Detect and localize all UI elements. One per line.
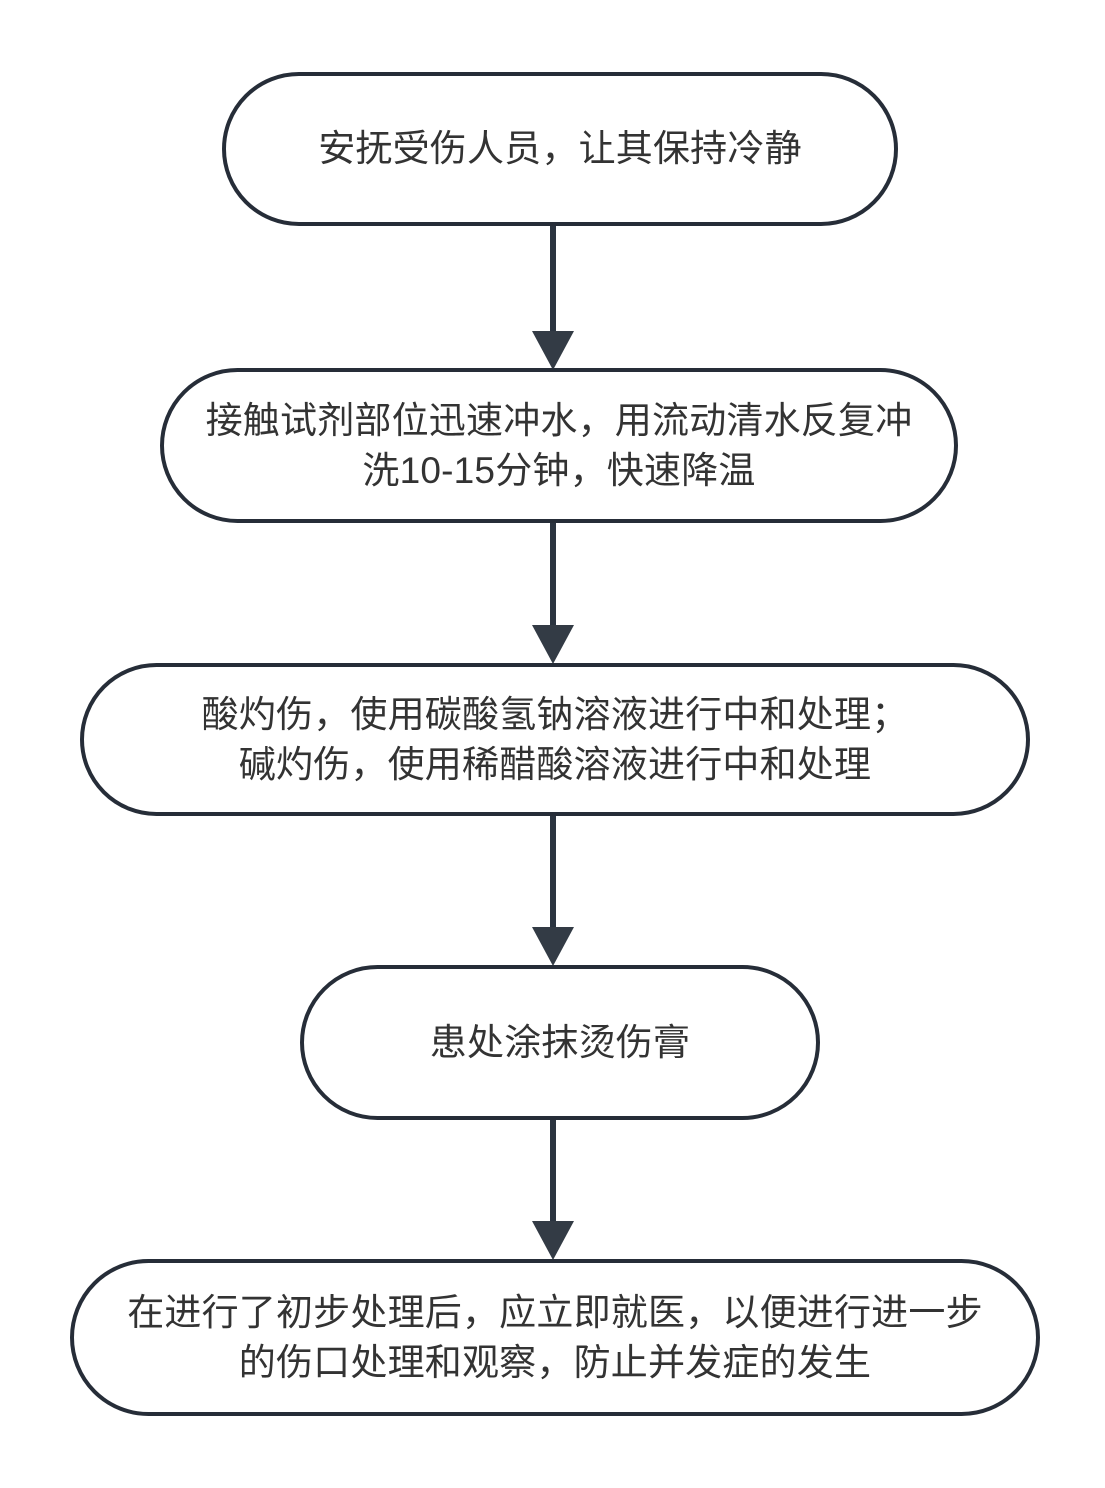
edge-node3-to-node4 — [532, 1120, 574, 1260]
flowchart-node-calm-patient[interactable]: 安抚受伤人员，让其保持冷静 — [222, 72, 898, 226]
edge-node0-to-node1 — [532, 226, 574, 370]
flowchart-node-seek-medical-care[interactable]: 在进行了初步处理后，应立即就医，以便进行进一步 的伤口处理和观察，防止并发症的发… — [70, 1259, 1040, 1416]
flowchart-node-rinse-with-water[interactable]: 接触试剂部位迅速冲水，用流动清水反复冲 洗10-15分钟，快速降温 — [160, 368, 958, 523]
edge-node1-to-node2 — [532, 523, 574, 664]
node-label: 安抚受伤人员，让其保持冷静 — [318, 128, 802, 170]
node-label: 在进行了初步处理后，应立即就医，以便进行进一步 的伤口处理和观察，防止并发症的发… — [127, 1292, 983, 1383]
flowchart-node-apply-burn-ointment[interactable]: 患处涂抹烫伤膏 — [300, 965, 820, 1120]
node-label: 患处涂抹烫伤膏 — [429, 1021, 691, 1063]
flowchart-node-neutralize-burn[interactable]: 酸灼伤，使用碳酸氢钠溶液进行中和处理； 碱灼伤，使用稀醋酸溶液进行中和处理 — [80, 663, 1030, 816]
node-label: 接触试剂部位迅速冲水，用流动清水反复冲 洗10-15分钟，快速降温 — [205, 400, 913, 491]
edge-node2-to-node3 — [532, 816, 574, 966]
node-label: 酸灼伤，使用碳酸氢钠溶液进行中和处理； 碱灼伤，使用稀醋酸溶液进行中和处理 — [201, 694, 909, 785]
